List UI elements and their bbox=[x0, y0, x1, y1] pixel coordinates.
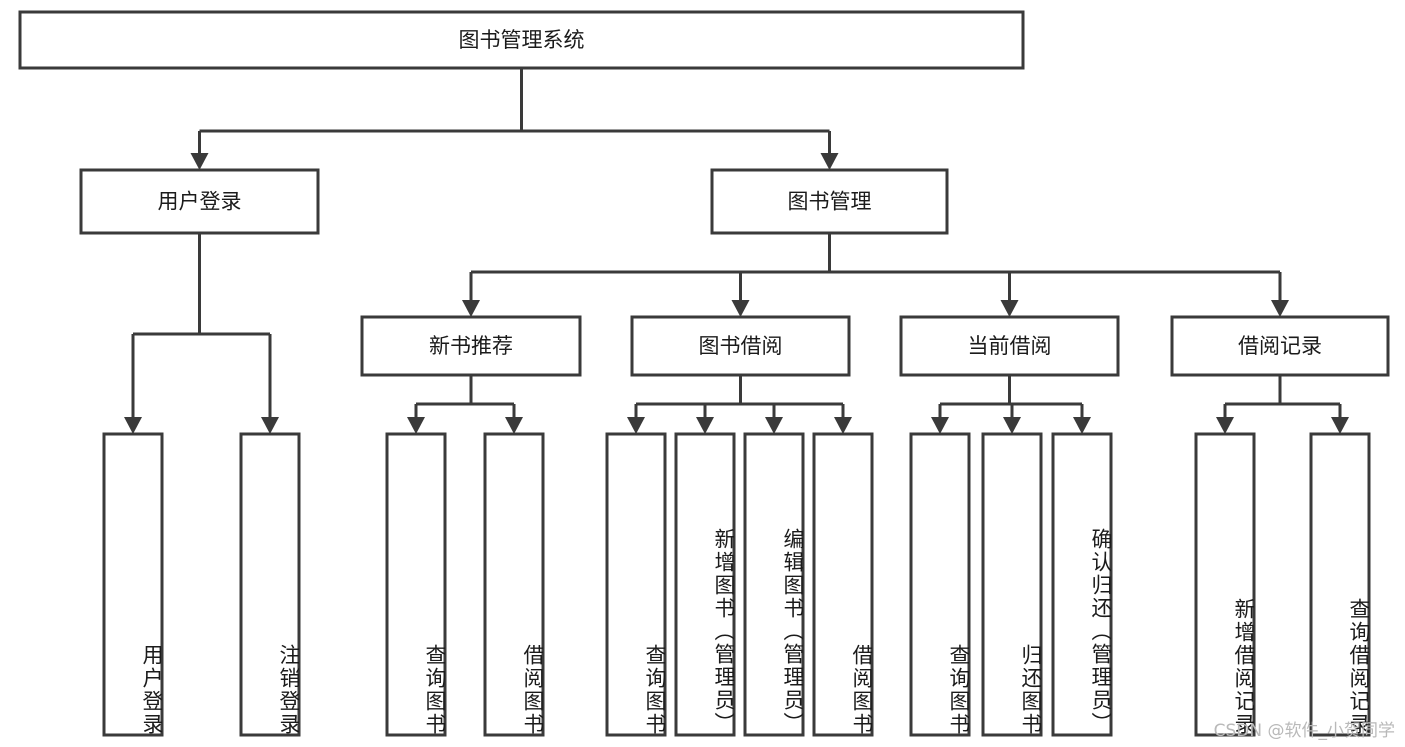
node-box-book-borrow[interactable] bbox=[630, 315, 851, 377]
node-box-leaf-user-logout[interactable] bbox=[239, 432, 301, 737]
node-label-book-borrow: 图书借阅 bbox=[699, 334, 783, 358]
node-box-leaf-confirm-return[interactable] bbox=[1051, 432, 1113, 737]
arrow-head-icon bbox=[1271, 300, 1289, 317]
node-box-leaf-query-borrow-record[interactable] bbox=[1309, 432, 1371, 737]
node-box-leaf-query-book-1[interactable] bbox=[385, 432, 447, 737]
arrow-head-icon bbox=[1216, 417, 1234, 434]
arrow-head-icon bbox=[505, 417, 523, 434]
node-label-current-borrow: 当前借阅 bbox=[968, 334, 1052, 358]
node-box-leaf-user-login[interactable] bbox=[102, 432, 164, 737]
watermark-text: CSDN @软件_小贺同学 bbox=[1213, 721, 1395, 741]
node-box-leaf-borrow-book-1[interactable] bbox=[483, 432, 545, 737]
node-box-leaf-return-book[interactable] bbox=[981, 432, 1043, 737]
connector-layer bbox=[124, 68, 1349, 434]
node-label-root: 图书管理系统 bbox=[459, 28, 585, 52]
node-box-leaf-edit-book[interactable] bbox=[743, 432, 805, 737]
node-box-leaf-borrow-book-2[interactable] bbox=[812, 432, 874, 737]
node-box-leaf-add-borrow-record[interactable] bbox=[1194, 432, 1256, 737]
node-box-leaf-add-book[interactable] bbox=[674, 432, 736, 737]
arrow-head-icon bbox=[820, 153, 839, 170]
arrow-head-icon bbox=[124, 417, 142, 434]
arrow-head-icon bbox=[190, 153, 209, 170]
node-layer bbox=[18, 10, 1390, 737]
node-box-current-borrow[interactable] bbox=[899, 315, 1120, 377]
node-box-book-manage[interactable] bbox=[710, 168, 949, 235]
arrow-head-icon bbox=[931, 417, 949, 434]
arrow-head-icon bbox=[834, 417, 852, 434]
arrow-head-icon bbox=[731, 300, 750, 317]
arrow-head-icon bbox=[696, 417, 714, 434]
node-box-borrow-record[interactable] bbox=[1170, 315, 1390, 377]
arrow-head-icon bbox=[462, 300, 480, 317]
node-box-leaf-query-book-3[interactable] bbox=[909, 432, 971, 737]
arrow-head-icon bbox=[765, 417, 783, 434]
arrow-head-icon bbox=[261, 417, 279, 434]
node-box-leaf-query-book-2[interactable] bbox=[605, 432, 667, 737]
node-label-borrow-record: 借阅记录 bbox=[1238, 334, 1322, 358]
node-box-root[interactable] bbox=[18, 10, 1025, 70]
node-box-new-book-recommend[interactable] bbox=[360, 315, 582, 377]
arrow-head-icon bbox=[1331, 417, 1349, 434]
node-label-book-manage: 图书管理 bbox=[788, 190, 872, 214]
arrow-head-icon bbox=[1073, 417, 1091, 434]
node-box-user-login[interactable] bbox=[79, 168, 320, 235]
arrow-head-icon bbox=[1000, 300, 1019, 317]
arrow-head-icon bbox=[407, 417, 425, 434]
arrow-head-icon bbox=[627, 417, 645, 434]
arrow-head-icon bbox=[1003, 417, 1021, 434]
node-label-user-login: 用户登录 bbox=[158, 190, 242, 214]
node-label-new-book-recommend: 新书推荐 bbox=[429, 334, 513, 358]
